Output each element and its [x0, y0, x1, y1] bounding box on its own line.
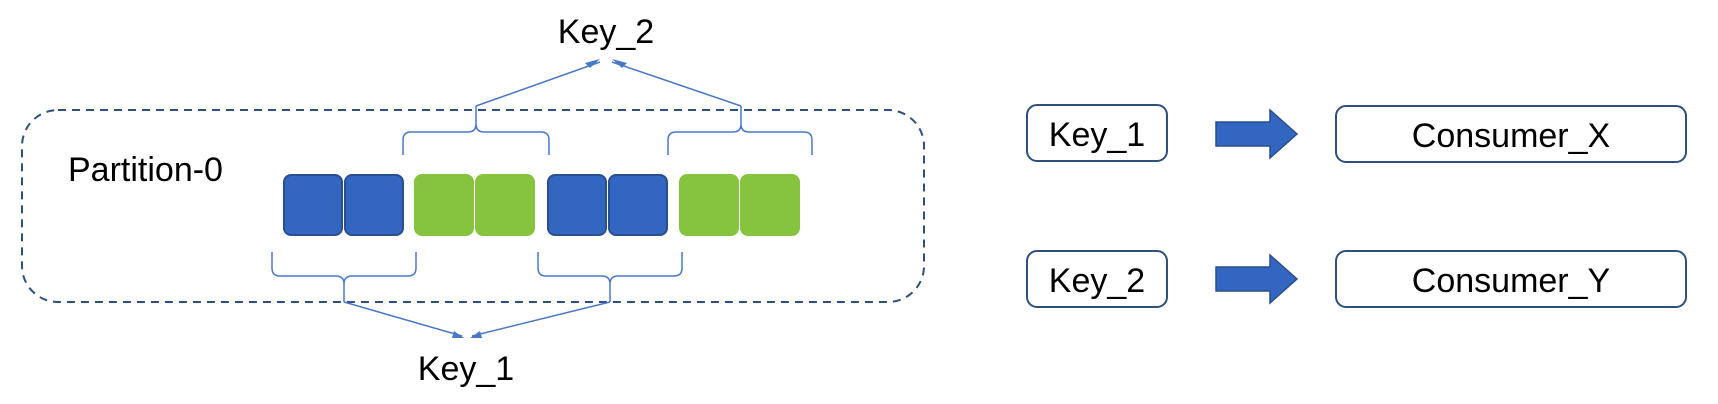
top-connector-left [475, 61, 601, 107]
bottom-connector-left [343, 301, 463, 337]
mapping-key-box-2 [1026, 250, 1168, 308]
message-blocks [283, 174, 800, 236]
mapping-arrow-icon-2 [1215, 253, 1299, 305]
top-arrowhead-left [585, 59, 600, 68]
mapping-consumer-box-2 [1335, 250, 1687, 308]
message-block [344, 174, 404, 236]
top-brace-right [667, 106, 813, 155]
message-block [283, 174, 343, 236]
top-arrowhead-right [612, 59, 627, 68]
message-block [475, 174, 535, 236]
mapping-consumer-label-2: Consumer_Y [1412, 262, 1610, 300]
bottom-brace-left [271, 252, 417, 302]
bottom-brace-right [537, 252, 683, 302]
mapping-key-label-1: Key_1 [1049, 116, 1145, 154]
top-braces [402, 61, 813, 155]
bottom-arrowhead-right [470, 331, 482, 338]
bottom-key-label: Key_1 [418, 350, 514, 388]
mapping-key-box-1 [1026, 104, 1168, 162]
mapping-arrow-icon-1 [1215, 108, 1299, 160]
top-connector-right [611, 61, 742, 107]
mapping-consumer-label-1: Consumer_X [1412, 117, 1610, 155]
message-block [679, 174, 739, 236]
bottom-braces [271, 252, 683, 337]
partition-label: Partition-0 [68, 151, 223, 189]
mapping-key-label-2: Key_2 [1049, 262, 1145, 300]
message-block [547, 174, 607, 236]
top-key-label: Key_2 [558, 13, 654, 51]
bottom-connector-right [471, 301, 611, 337]
partition-container [21, 109, 925, 303]
message-block [608, 174, 668, 236]
top-brace-left [402, 106, 550, 155]
bottom-arrowhead-left [452, 331, 464, 338]
message-block [740, 174, 800, 236]
message-block [414, 174, 474, 236]
mapping-consumer-box-1 [1335, 105, 1687, 163]
